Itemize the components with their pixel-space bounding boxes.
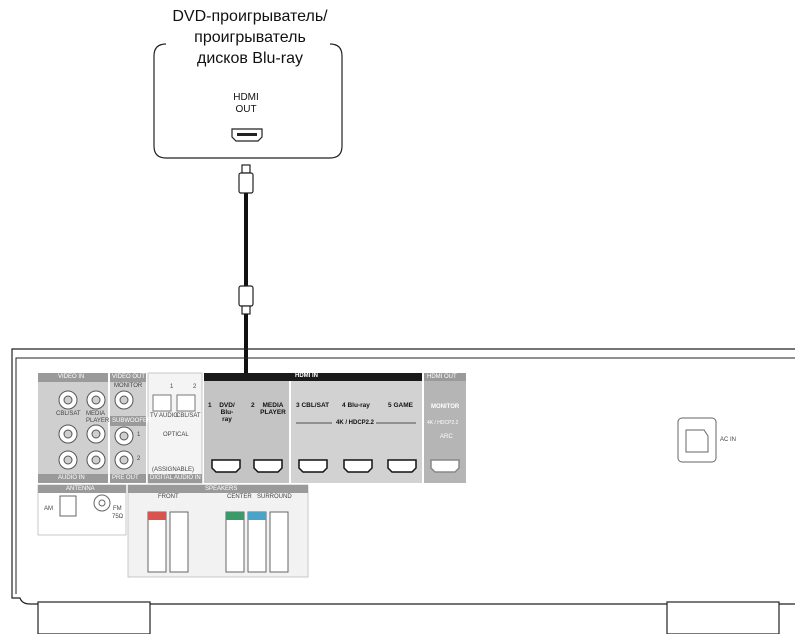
antenna-panel — [37, 484, 127, 536]
speakers-front: FRONT — [158, 494, 179, 500]
audio-in-badge: IN — [78, 475, 85, 481]
ac-in-label: AC IN — [720, 437, 737, 443]
device-port-label-line: HDMI — [233, 92, 259, 103]
hdmi-in-badge: IN — [312, 373, 319, 379]
video-input-media-player: MEDIA PLAYER — [86, 411, 110, 424]
hdmi-out-monitor: MONITOR — [431, 404, 460, 410]
video-out-monitor: MONITOR — [114, 383, 143, 389]
receiver-chassis — [11, 348, 795, 634]
device-name-line: DVD-проигрыватель/ — [172, 8, 328, 25]
device-hdmi-out-port — [231, 128, 263, 142]
hdmi-out-title: HDMI OUT — [427, 374, 457, 380]
hdmi-in-port-2-num: 2 — [251, 402, 255, 409]
hdmi-in-port-3: 3 CBL/SAT — [296, 402, 330, 409]
hdmi-in-port-1-line: Blu-ray — [220, 409, 234, 423]
hdmi-in-port-1-num: 1 — [208, 402, 212, 409]
antenna-ohm: 75Ω — [112, 514, 124, 520]
device-name: DVD-проигрыватель/ проигрыватель дисков … — [0, 6, 500, 69]
optical-num-2: 2 — [193, 384, 197, 390]
optical-num-1: 1 — [170, 384, 174, 390]
video-out-panel — [110, 373, 146, 483]
subwoofer-num-2: 2 — [137, 456, 141, 462]
audio-in-title: AUDIO IN — [58, 475, 85, 481]
optical-assignable: (ASSIGNABLE) — [152, 467, 195, 473]
hdmi-in-hdcp: 4K / HDCP2.2 — [336, 420, 375, 426]
speakers-center: CENTER — [227, 494, 252, 500]
device-port-label-line: OUT — [235, 104, 257, 115]
hdmi-in-title: HDMI IN — [295, 373, 319, 379]
hdmi-in-port-1-line: DVD/ — [219, 402, 235, 409]
speakers-panel — [127, 484, 309, 578]
hdmi-in-port-2-line: MEDIA — [262, 402, 284, 409]
antenna-title: ANTENNA — [66, 486, 95, 492]
hdmi-in-port-2-line: PLAYER — [260, 409, 286, 416]
subwoofer-label: SUBWOOFER — [112, 418, 152, 424]
antenna-am: AM — [44, 506, 53, 512]
device-outline — [153, 43, 343, 159]
hdmi-in-panel — [204, 373, 422, 483]
digital-audio-title: DIGITAL AUDIO IN — [150, 475, 201, 481]
hdmi-in-port-1-label: DVD/ Blu-ray — [216, 402, 238, 423]
video-out-badge: OUT — [132, 374, 146, 380]
ac-in-socket — [677, 417, 717, 463]
video-out-title: VIDEO OUT — [112, 374, 146, 380]
device-name-line: дисков Blu-ray — [197, 50, 303, 67]
video-in-title: VIDEO IN — [58, 374, 85, 380]
hdmi-in-port-4: 4 Blu-ray — [342, 402, 370, 409]
hdmi-out-hdcp: 4K / HDCP2.2 — [427, 420, 459, 426]
subwoofer-num-1: 1 — [137, 432, 141, 438]
hdmi-in-port-5: 5 GAME — [388, 402, 413, 409]
video-in-badge: IN — [78, 374, 85, 380]
analog-io-panel — [38, 373, 108, 483]
hdmi-out-panel — [424, 373, 466, 483]
hdmi-in-port-2-label: MEDIA PLAYER — [259, 402, 287, 416]
antenna-fm: FM — [113, 506, 122, 512]
pre-out-label: PRE OUT — [112, 475, 139, 481]
hdmi-out-badge: OUT — [444, 374, 457, 380]
device-port-label: HDMI OUT — [200, 92, 292, 116]
video-input-cblsat: CBL/SAT — [56, 411, 81, 417]
optical-input-tv-audio: TV AUDIO — [150, 413, 179, 419]
hdmi-out-arc: ARC — [440, 434, 453, 440]
speakers-title: SPEAKERS — [205, 486, 238, 492]
optical-input-cblsat: CBL/SAT — [176, 413, 201, 419]
device-name-line: проигрыватель — [194, 29, 306, 46]
optical-panel — [147, 372, 203, 484]
digital-audio-badge: IN — [194, 475, 201, 481]
optical-label: OPTICAL — [163, 432, 189, 438]
speakers-surround: SURROUND — [257, 494, 292, 500]
